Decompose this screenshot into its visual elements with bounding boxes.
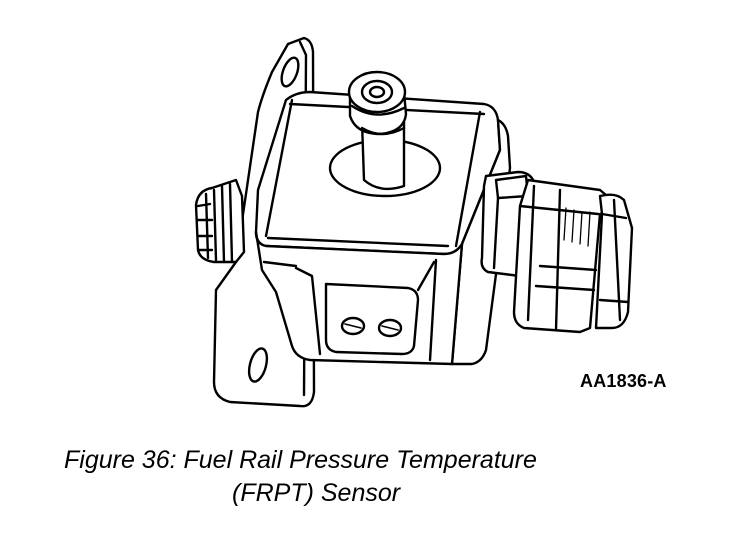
- figure-caption-line-2: (FRPT) Sensor: [232, 479, 401, 507]
- figure-reference-code: AA1836-A: [580, 371, 667, 391]
- electrical-connector: [480, 170, 634, 334]
- figure-caption-line-1: Figure 36: Fuel Rail Pressure Temperatur…: [64, 446, 537, 474]
- pressure-nipple: [328, 70, 442, 198]
- mounting-hole-bottom: [247, 347, 269, 383]
- threaded-port: [194, 178, 246, 264]
- mounting-hole-top: [280, 56, 300, 88]
- vent-hole-left: [340, 316, 366, 336]
- vent-hole-right: [377, 318, 403, 338]
